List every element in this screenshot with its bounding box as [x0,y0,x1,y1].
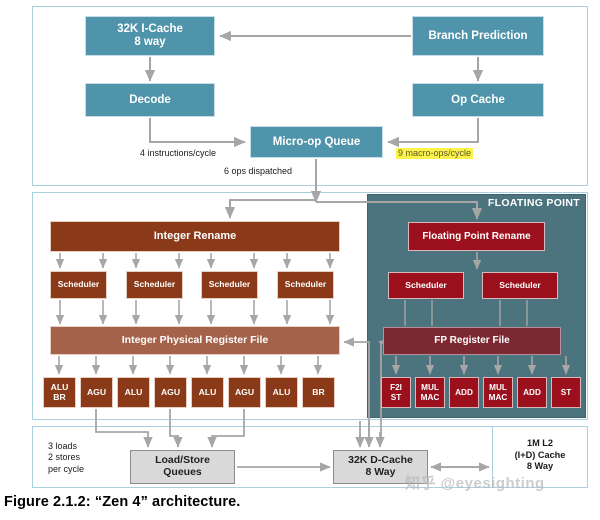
box-fp-unit-2: MUL MAC [415,377,445,408]
box-op-cache: Op Cache [412,83,544,117]
figure-caption: Figure 2.1.2: “Zen 4” architecture. [4,494,241,510]
l2-cache-panel [492,426,588,488]
label-loads-stores-per-cycle: 3 loads 2 stores per cycle [48,441,85,474]
box-fp-unit-5: ADD [517,377,547,408]
box-integer-scheduler-4: Scheduler [277,271,334,299]
label-instructions-per-cycle: 4 instructions/cycle [140,148,217,158]
box-integer-unit-6: AGU [228,377,261,408]
box-fp-scheduler-1: Scheduler [388,272,464,299]
label-ops-dispatched: 6 ops dispatched [224,166,293,176]
box-load-store-queues: Load/Store Queues [130,450,235,484]
box-fp-unit-3: ADD [449,377,479,408]
box-integer-unit-4: AGU [154,377,187,408]
box-micro-op-queue: Micro-op Queue [250,126,383,158]
box-floating-point-rename: Floating Point Rename [408,222,545,251]
box-integer-scheduler-3: Scheduler [201,271,258,299]
box-integer-unit-1: ALU BR [43,377,76,408]
box-icache: 32K I-Cache 8 way [85,16,215,56]
box-fp-unit-6: ST [551,377,581,408]
box-integer-unit-8: BR [302,377,335,408]
box-integer-unit-7: ALU [265,377,298,408]
box-d-cache: 32K D-Cache 8 Way [333,450,428,484]
label-l2-cache: 1M L2 (I+D) Cache 8 Way [514,438,566,471]
box-integer-unit-5: ALU [191,377,224,408]
box-fp-scheduler-2: Scheduler [482,272,558,299]
watermark: 知乎 @eyesighting [405,475,545,492]
box-integer-rename: Integer Rename [50,221,340,252]
box-integer-scheduler-1: Scheduler [50,271,107,299]
box-integer-unit-2: AGU [80,377,113,408]
box-integer-scheduler-2: Scheduler [126,271,183,299]
box-integer-physical-register-file: Integer Physical Register File [50,326,340,355]
box-fp-register-file: FP Register File [383,327,561,355]
box-fp-unit-1: F2I ST [381,377,411,408]
box-integer-unit-3: ALU [117,377,150,408]
label-macro-ops-per-cycle: 9 macro-ops/cycle [396,148,474,160]
floating-point-title: FLOATING POINT [487,197,580,209]
box-decode: Decode [85,83,215,117]
box-branch-prediction: Branch Prediction [412,16,544,56]
box-fp-unit-4: MUL MAC [483,377,513,408]
